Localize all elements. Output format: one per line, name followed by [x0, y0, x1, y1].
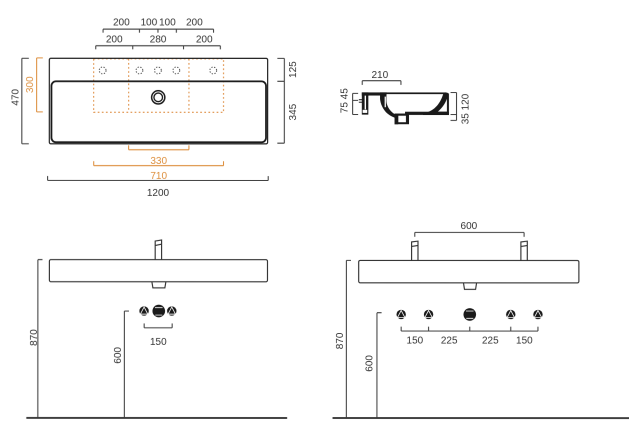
svg-text:870: 870 — [29, 329, 40, 346]
svg-text:225: 225 — [482, 335, 499, 346]
svg-text:200: 200 — [196, 35, 213, 46]
svg-text:125: 125 — [288, 61, 299, 78]
svg-text:600: 600 — [364, 355, 375, 372]
svg-text:225: 225 — [441, 335, 458, 346]
svg-text:150: 150 — [516, 335, 533, 346]
svg-text:600: 600 — [461, 221, 478, 232]
svg-text:1200: 1200 — [147, 188, 170, 199]
svg-text:200: 200 — [186, 18, 203, 29]
svg-text:600: 600 — [113, 347, 124, 364]
svg-text:710: 710 — [150, 171, 167, 182]
svg-text:280: 280 — [150, 35, 167, 46]
svg-text:300: 300 — [25, 76, 36, 93]
svg-text:100: 100 — [141, 18, 158, 29]
svg-text:470: 470 — [11, 89, 22, 106]
svg-text:200: 200 — [106, 35, 123, 46]
svg-text:75 45: 75 45 — [340, 88, 351, 113]
svg-text:200: 200 — [113, 18, 130, 29]
svg-text:35 120: 35 120 — [460, 93, 471, 124]
svg-text:100: 100 — [159, 18, 176, 29]
svg-text:870: 870 — [335, 332, 346, 349]
svg-text:150: 150 — [407, 335, 424, 346]
svg-text:330: 330 — [150, 156, 167, 167]
svg-text:345: 345 — [288, 103, 299, 120]
svg-text:210: 210 — [372, 70, 389, 81]
svg-text:150: 150 — [150, 337, 167, 348]
